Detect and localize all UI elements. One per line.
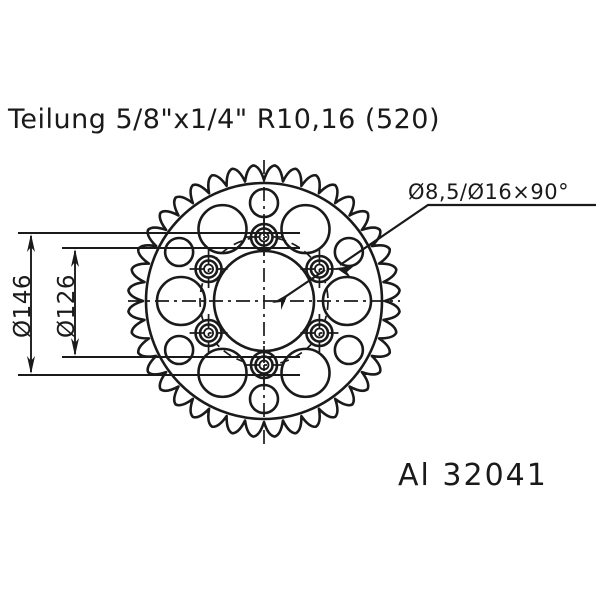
- rim-hole: [333, 236, 365, 268]
- bolt-hole-bore: [314, 327, 325, 339]
- arrow-146-bottom: [27, 356, 35, 374]
- hole-centerline-group: [189, 218, 339, 384]
- arrow-126-top: [71, 249, 79, 267]
- rim-hole: [163, 334, 195, 366]
- lightening-hole: [197, 347, 248, 399]
- countersink-note: Ø8,5/Ø16×90°: [408, 180, 570, 204]
- countersink-leader-line: [339, 203, 596, 266]
- lightening-hole: [280, 203, 331, 255]
- arrow-146-top: [27, 234, 35, 252]
- dimension-label-inner-diameter: Ø126: [54, 274, 80, 339]
- dimension-label-outer-diameter: Ø146: [10, 274, 36, 339]
- countersink-leader-arrow: [336, 266, 354, 279]
- part-number-label: Al 32041: [398, 458, 548, 493]
- bolt-hole-bore: [203, 327, 214, 339]
- page-title: Teilung 5/8"x1/4" R10,16 (520): [8, 104, 441, 135]
- bolt-hole-pointer-line: [284, 269, 326, 298]
- lightening-hole: [280, 347, 331, 399]
- rim-hole: [333, 334, 365, 366]
- bolt-hole-pointer-arrow: [272, 294, 288, 310]
- lightening-hole: [197, 203, 248, 255]
- rim-hole: [163, 236, 195, 268]
- arrow-126-bottom: [71, 338, 79, 356]
- tooth-profile: [127, 164, 401, 438]
- bolt-hole-bore: [203, 263, 214, 275]
